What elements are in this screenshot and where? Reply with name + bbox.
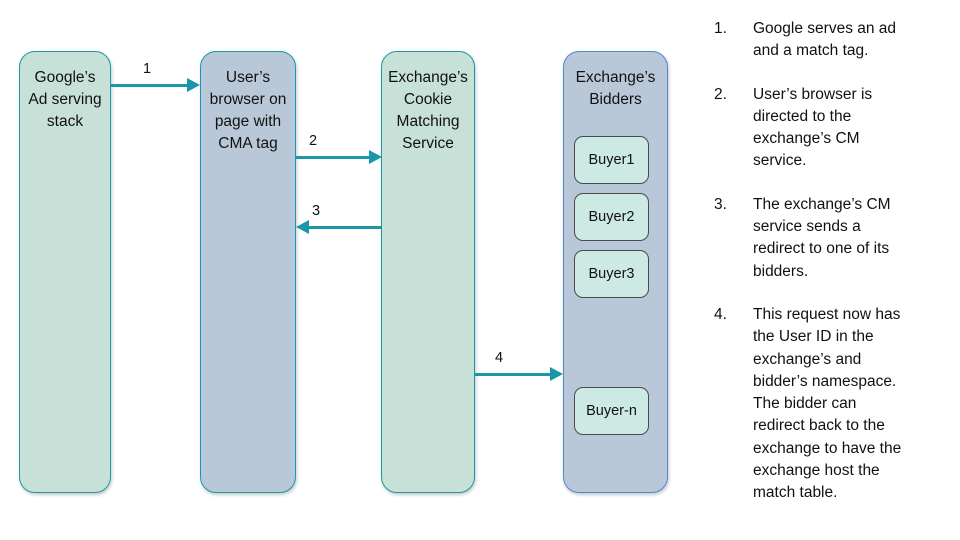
step-item-3: 3. The exchange’s CM service sends a red… bbox=[714, 194, 960, 283]
arrow-3-label: 3 bbox=[312, 202, 321, 219]
arrow-2-right-icon: 2 bbox=[296, 133, 382, 164]
buyer-box-n: Buyer-n bbox=[574, 387, 649, 435]
arrow-4-label: 4 bbox=[495, 349, 504, 366]
step-text: The exchange’s CM service sends a redire… bbox=[753, 195, 891, 280]
buyer-box-1: Buyer1 bbox=[574, 136, 649, 184]
step-text: Google serves an ad and a match tag. bbox=[753, 20, 897, 60]
step-text: User’s browser is directed to the exchan… bbox=[753, 85, 873, 170]
arrow-1-label: 1 bbox=[143, 60, 152, 77]
lane-google-ad-stack: Google’s Ad serving stack bbox=[19, 51, 111, 493]
lane-cms-label: Exchange’s Cookie Matching Service bbox=[388, 69, 468, 152]
buyer-box-2: Buyer2 bbox=[574, 193, 649, 241]
lane-exchange-bidders: Exchange’s Bidders Buyer1 Buyer2 Buyer3 … bbox=[563, 51, 668, 493]
lane-cookie-matching-service: Exchange’s Cookie Matching Service bbox=[381, 51, 475, 493]
step-number: 4. bbox=[714, 305, 727, 323]
step-text: This request now has the User ID in the … bbox=[753, 305, 902, 502]
step-number: 2. bbox=[714, 85, 727, 103]
lane-user-browser: User’s browser on page with CMA tag bbox=[200, 51, 296, 493]
steps-list: 1. Google serves an ad and a match tag. … bbox=[714, 18, 960, 526]
step-number: 1. bbox=[714, 20, 727, 37]
buyer-box-3: Buyer3 bbox=[574, 250, 649, 298]
step-item-2: 2. User’s browser is directed to the exc… bbox=[714, 84, 960, 173]
step-number: 3. bbox=[714, 195, 727, 213]
step-item-4: 4. This request now has the User ID in t… bbox=[714, 304, 960, 505]
arrow-1-right-icon: 1 bbox=[111, 61, 200, 92]
step-item-1: 1. Google serves an ad and a match tag. bbox=[714, 18, 960, 63]
arrow-2-label: 2 bbox=[309, 132, 318, 149]
lane-google-label: Google’s Ad serving stack bbox=[28, 69, 102, 130]
lane-bidders-label: Exchange’s Bidders bbox=[575, 69, 656, 108]
arrow-3-left-icon: 3 bbox=[296, 203, 382, 234]
lane-browser-label: User’s browser on page with CMA tag bbox=[209, 69, 287, 152]
arrow-4-right-icon: 4 bbox=[475, 350, 563, 381]
